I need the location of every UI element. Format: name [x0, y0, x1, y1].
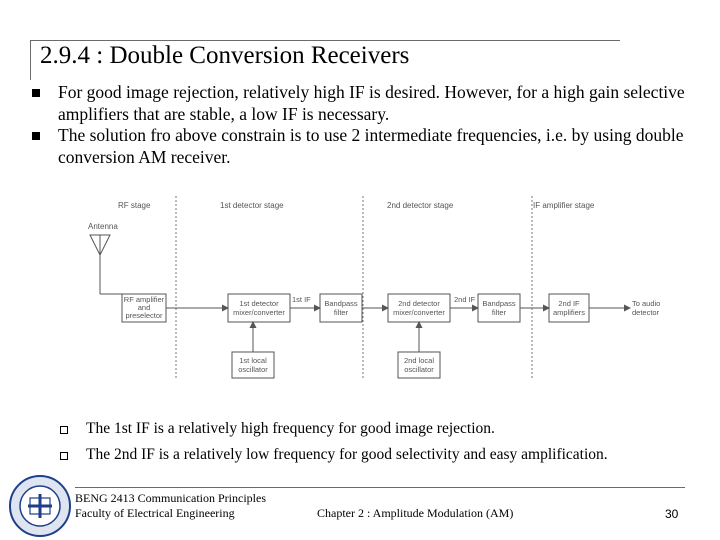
hollow-square-bullet-icon: [60, 452, 68, 460]
bullet-text: The solution fro above constrain is to u…: [58, 125, 684, 167]
sub-bullet-item: The 1st IF is a relatively high frequenc…: [58, 416, 708, 442]
slide-title: 2.9.4 : Double Conversion Receivers: [40, 42, 410, 69]
stage-label-rf: RF stage: [118, 201, 151, 210]
square-bullet-icon: [32, 89, 40, 97]
stage-label-second-detector: 2nd detector stage: [387, 201, 454, 210]
bullet-item: For good image rejection, relatively hig…: [30, 82, 690, 125]
sub-bullet-list: The 1st IF is a relatively high frequenc…: [58, 416, 708, 468]
double-conversion-block-diagram: RF stage 1st detector stage 2nd detector…: [88, 196, 660, 379]
antenna-icon: [89, 234, 122, 295]
university-seal-logo-icon: [9, 475, 71, 537]
first-detector-label-line: 1st detector: [239, 299, 279, 308]
rf-amplifier-label-line: RF amplifier: [124, 295, 165, 304]
bullet-text: For good image rejection, relatively hig…: [58, 82, 685, 124]
footer-course: BENG 2413 Communication Principles: [75, 491, 266, 505]
square-bullet-icon: [32, 132, 40, 140]
title-frame-top-rule: [30, 40, 620, 41]
footer-course-info: BENG 2413 Communication Principles Facul…: [75, 491, 266, 521]
second-local-oscillator-block: [397, 351, 441, 379]
sub-bullet-text: The 1st IF is a relatively high frequenc…: [86, 420, 495, 437]
title-frame-left-rule: [30, 40, 31, 80]
bandpass-filter-1-label-line: Bandpass: [324, 299, 358, 308]
footer-chapter: Chapter 2 : Amplitude Modulation (AM): [317, 506, 514, 520]
output-label-line: detector: [632, 308, 660, 317]
first-local-oscillator-block: [231, 351, 275, 379]
footer-rule: [75, 487, 685, 488]
first-local-oscillator-label-line: oscillator: [238, 365, 268, 374]
sub-bullet-item: The 2nd IF is a relatively low frequency…: [58, 442, 708, 468]
bandpass-filter-2-label-line: filter: [492, 308, 507, 317]
rf-amplifier-label-line: preselector: [125, 311, 163, 320]
first-if-label: 1st IF: [292, 295, 311, 304]
second-detector-label-line: mixer/converter: [393, 308, 445, 317]
second-local-oscillator-label-line: 2nd local: [404, 356, 434, 365]
second-if-label: 2nd IF: [454, 295, 476, 304]
first-detector-block: [227, 293, 291, 323]
second-detector-label-line: 2nd detector: [398, 299, 440, 308]
second-if-amplifiers-label-line: amplifiers: [553, 308, 585, 317]
stage-label-if-amplifier: IF amplifier stage: [533, 201, 595, 210]
main-bullet-list: For good image rejection, relatively hig…: [30, 82, 690, 168]
first-local-oscillator-label-line: 1st local: [239, 356, 267, 365]
sub-bullet-text: The 2nd IF is a relatively low frequency…: [86, 446, 608, 463]
bandpass-filter-2-label-line: Bandpass: [482, 299, 516, 308]
second-if-amplifiers-block: [548, 293, 590, 323]
footer-faculty: Faculty of Electrical Engineering: [75, 506, 235, 520]
output-label-line: To audio: [632, 299, 660, 308]
rf-amplifier-label-line: and: [138, 303, 151, 312]
hollow-square-bullet-icon: [60, 426, 68, 434]
first-detector-label-line: mixer/converter: [233, 308, 285, 317]
bullet-item: The solution fro above constrain is to u…: [30, 125, 690, 168]
second-if-amplifiers-label-line: 2nd IF: [558, 299, 580, 308]
stage-label-first-detector: 1st detector stage: [220, 201, 284, 210]
page-number: 30: [665, 507, 679, 521]
antenna-label: Antenna: [88, 222, 118, 231]
second-local-oscillator-label-line: oscillator: [404, 365, 434, 374]
bandpass-filter-1-label-line: filter: [334, 308, 349, 317]
